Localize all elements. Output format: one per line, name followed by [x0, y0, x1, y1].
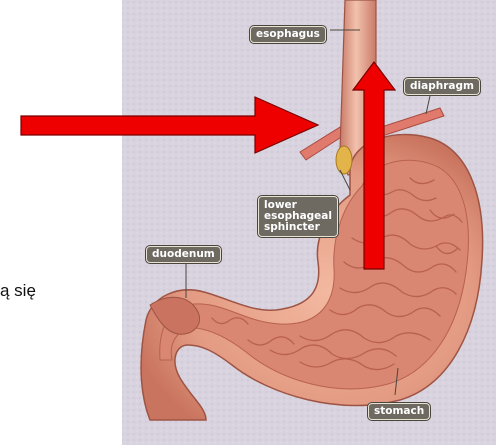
lower-esophageal-sphincter-label: lower esophageal sphincter	[258, 196, 338, 237]
stomach-label: stomach	[368, 403, 430, 420]
duodenum-label: duodenum	[146, 246, 221, 263]
diaphragm-label: diaphragm	[404, 78, 480, 95]
esophagus-label: esophagus	[250, 26, 326, 43]
sphincter	[336, 146, 352, 174]
